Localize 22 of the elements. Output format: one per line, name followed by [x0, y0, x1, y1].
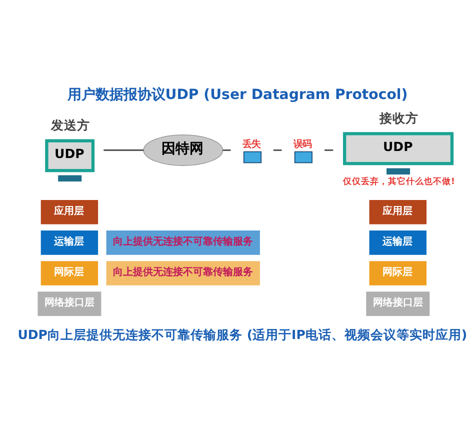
connector	[222, 149, 231, 151]
node-label: 丢失	[242, 138, 261, 150]
node-box: 网际层	[40, 261, 98, 286]
node-box: 运输层	[40, 230, 98, 255]
node-label: 接收方	[379, 110, 418, 126]
node-box: 网络接口层	[38, 292, 102, 316]
node-ellipse: 因特网	[143, 134, 224, 166]
caption: UDP向上层提供无连接不可靠传输服务 (适用于IP电话、视频会议等实时应用)	[18, 326, 468, 342]
node-box: 向上提供无连接不可靠传输服务	[106, 261, 260, 286]
node-box: 网际层	[369, 261, 426, 286]
node-box: 应用层	[40, 200, 98, 224]
node-label: 发送方	[51, 118, 90, 133]
node-box: 应用层	[369, 200, 426, 224]
node-box: 向上提供无连接不可靠传输服务	[106, 230, 260, 255]
node-label: 仅仅丢弃，其它什么也不做!	[343, 176, 455, 187]
node-label: 误码	[294, 138, 312, 150]
node-box: 运输层	[369, 230, 426, 255]
node-box: 网络接口层	[366, 292, 430, 316]
diagram-title: 用户数据报协议UDP (User Datagram Protocol)	[67, 86, 408, 103]
connector	[273, 149, 282, 151]
connector	[324, 149, 334, 151]
connector	[104, 149, 144, 151]
